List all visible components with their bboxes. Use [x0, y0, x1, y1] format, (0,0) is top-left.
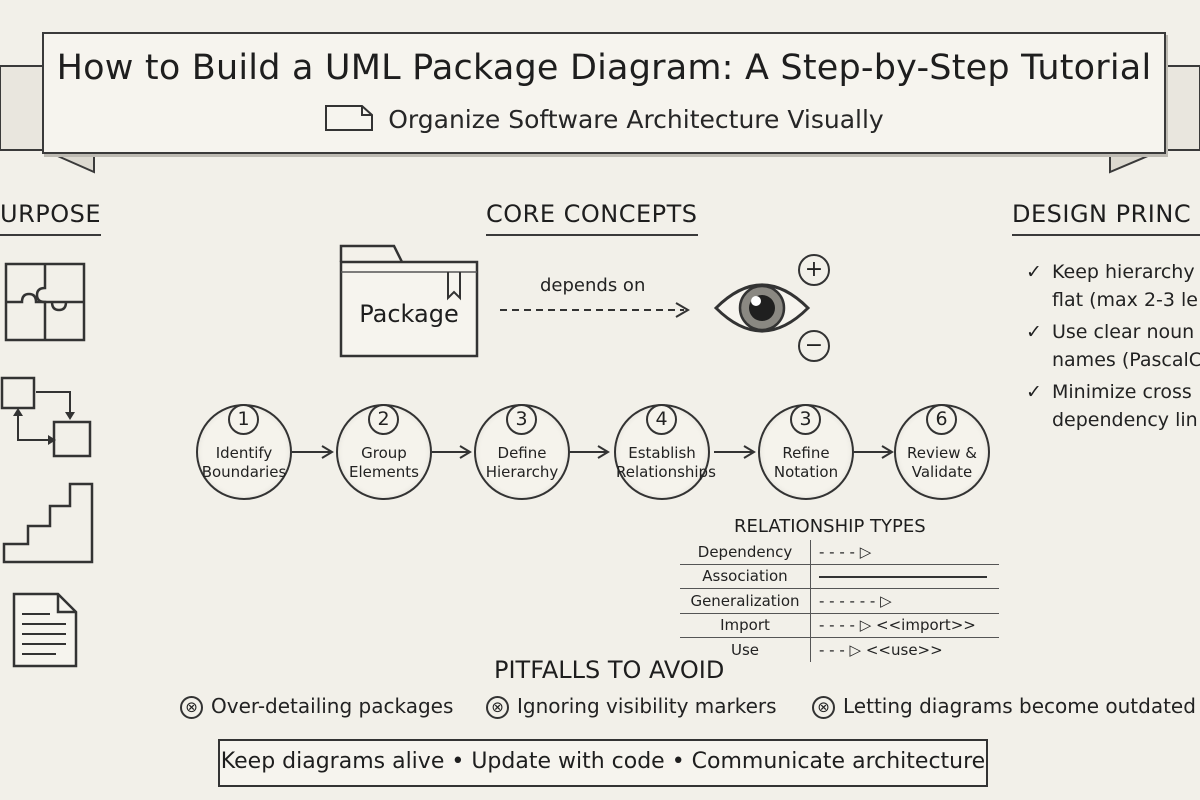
- dependency-arrow: [500, 302, 690, 318]
- relationship-types-title: RELATIONSHIP TYPES: [734, 516, 926, 537]
- design-principles-heading: DESIGN PRINC: [1012, 200, 1200, 236]
- table-row: Use - - - ▷ <<use>>: [680, 637, 999, 662]
- design-principles-heading-text: DESIGN PRINC: [1012, 200, 1192, 228]
- table-row: Generalization - - - - - - ▷: [680, 588, 999, 614]
- flow-boxes-icon: [0, 376, 92, 458]
- principle-item: ✓Minimize cross: [1026, 378, 1200, 406]
- principle-item-cont: names (PascalC: [1052, 349, 1200, 371]
- relationship-types-table: Dependency - - - - ▷ Association General…: [680, 540, 999, 662]
- check-icon: ✓: [1026, 381, 1042, 403]
- table-row: Import - - - - ▷ <<import>>: [680, 613, 999, 638]
- step-label: Review &Validate: [907, 444, 977, 481]
- step-number: 1: [228, 404, 259, 435]
- plus-visibility-icon: +: [798, 254, 830, 286]
- step-6: 6 Review &Validate: [894, 404, 990, 500]
- purpose-heading: URPOSE: [0, 200, 102, 236]
- relationship-notation: - - - - - - ▷: [810, 588, 999, 614]
- check-icon: ✓: [1026, 261, 1042, 283]
- page-title: How to Build a UML Package Diagram: A St…: [56, 48, 1152, 88]
- package-label: Package: [359, 300, 459, 328]
- step-number: 3: [790, 404, 821, 435]
- relationship-notation: - - - - ▷: [810, 540, 999, 565]
- step-number: 6: [926, 404, 957, 435]
- package-folder-icon: [339, 244, 479, 358]
- circled-x-icon: ⊗: [180, 696, 203, 719]
- principle-item: ✓Use clear noun: [1026, 318, 1200, 346]
- relationship-name: Association: [680, 564, 811, 589]
- puzzle-icon: [4, 262, 86, 342]
- purpose-heading-text: URPOSE: [0, 200, 102, 228]
- pitfalls-heading: PITFALLS TO AVOID: [494, 656, 725, 684]
- pitfall-item: ⊗Over-detailing packages: [180, 694, 453, 719]
- footer-text: Keep diagrams alive • Update with code •…: [220, 749, 986, 774]
- table-row: Dependency - - - - ▷: [680, 540, 999, 565]
- pitfall-item: ⊗Ignoring visibility markers: [486, 694, 777, 719]
- minus-sign: −: [804, 333, 824, 358]
- minus-visibility-icon: −: [798, 330, 830, 362]
- relationship-name: Use: [680, 637, 811, 662]
- step-number: 3: [506, 404, 537, 435]
- page-subtitle: Organize Software Architecture Visually: [44, 104, 1164, 138]
- step-number: 2: [368, 404, 399, 435]
- principle-item-cont: flat (max 2-3 le: [1052, 289, 1198, 311]
- step-number: 4: [646, 404, 677, 435]
- relationship-notation: - - - - ▷ <<import>>: [810, 613, 999, 638]
- relationship-notation: - - - ▷ <<use>>: [819, 640, 943, 659]
- eye-icon: [713, 283, 811, 333]
- table-row: Association: [680, 564, 999, 589]
- relationship-name: Dependency: [680, 540, 811, 565]
- solid-association-line: [819, 575, 987, 578]
- relationship-notation: [810, 564, 999, 589]
- core-concepts-heading-text: CORE CONCEPTS: [486, 200, 698, 228]
- relationship-name: Generalization: [680, 588, 811, 614]
- check-icon: ✓: [1026, 321, 1042, 343]
- footer-banner: Keep diagrams alive • Update with code •…: [218, 739, 988, 787]
- document-lines-icon: [12, 592, 78, 668]
- principle-item-cont: dependency lin: [1052, 409, 1198, 431]
- relationship-name: Import: [680, 613, 811, 638]
- principle-item: ✓Keep hierarchy: [1026, 258, 1200, 286]
- circled-x-icon: ⊗: [486, 696, 509, 719]
- stairs-icon: [2, 482, 94, 564]
- circled-x-icon: ⊗: [812, 696, 835, 719]
- subtitle-text: Organize Software Architecture Visually: [388, 105, 884, 134]
- dependency-arrow-label: depends on: [540, 275, 646, 296]
- design-principles-list: ✓Keep hierarchy flat (max 2-3 le ✓Use cl…: [1026, 258, 1200, 434]
- title-banner: How to Build a UML Package Diagram: A St…: [42, 32, 1166, 154]
- plus-sign: +: [804, 257, 824, 282]
- pitfall-item: ⊗Letting diagrams become outdated: [812, 694, 1196, 719]
- core-concepts-heading: CORE CONCEPTS: [486, 200, 698, 236]
- document-icon: [324, 104, 374, 138]
